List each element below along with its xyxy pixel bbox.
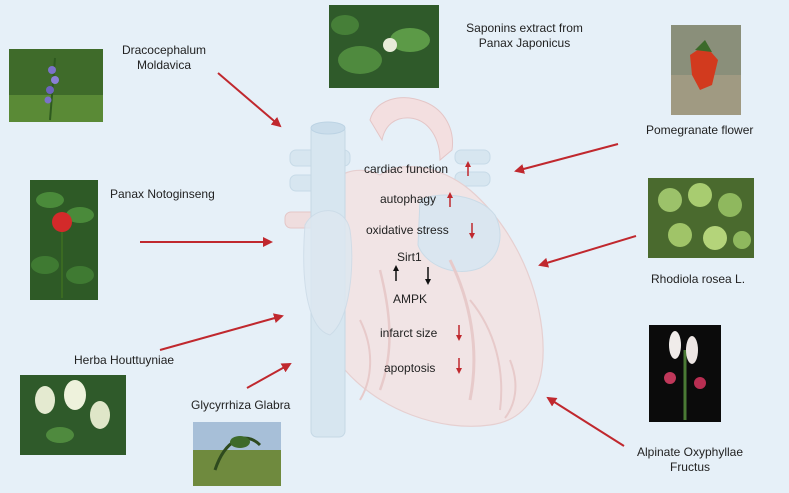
label-houttuyniae: Herba Houttuyniae [74, 353, 175, 367]
photo-notoginseng [30, 180, 98, 300]
arrow-dracocephalum [217, 72, 282, 128]
label-rhodiola: Rhodiola rosea L. [651, 272, 746, 286]
label-pomegranate: Pomegranate flower [646, 123, 754, 137]
heart-shape [284, 97, 544, 438]
effect-cardiac-function: cardiac function [364, 162, 449, 176]
effect-arrows [393, 161, 475, 374]
photo-saponins [329, 5, 439, 88]
photo-rhodiola [648, 178, 754, 258]
influence-arrows [140, 72, 637, 447]
photo-dracocephalum [9, 49, 103, 122]
arrow-glycyrrhiza [246, 363, 292, 389]
label-alpinate: Alpinate Oxyphyllae Fructus [636, 445, 744, 474]
effect-sirt1: Sirt1 [397, 250, 422, 264]
photo-houttuyniae [20, 375, 126, 455]
arrow-pomegranate [514, 143, 619, 174]
effect-apoptosis: apoptosis [384, 361, 436, 375]
label-glycyrrhiza: Glycyrrhiza Glabra [191, 398, 291, 412]
label-saponins: Saponins extract from Panax Japonicus [466, 21, 583, 50]
arrow-houttuyniae [159, 313, 284, 351]
arrow-rhodiola [538, 235, 637, 268]
arrow-alpinate [546, 396, 625, 447]
label-notoginseng: Panax Notoginseng [110, 187, 215, 201]
effect-autophagy: autophagy [380, 192, 437, 206]
photo-pomegranate [671, 25, 741, 115]
effect-ampk: AMPK [393, 292, 428, 306]
photo-alpinate [649, 325, 721, 422]
effect-oxidative-stress: oxidative stress [366, 223, 449, 237]
label-dracocephalum: Dracocephalum Moldavica [121, 43, 207, 72]
photo-glycyrrhiza [193, 422, 281, 486]
effect-infarct-size: infarct size [380, 326, 438, 340]
